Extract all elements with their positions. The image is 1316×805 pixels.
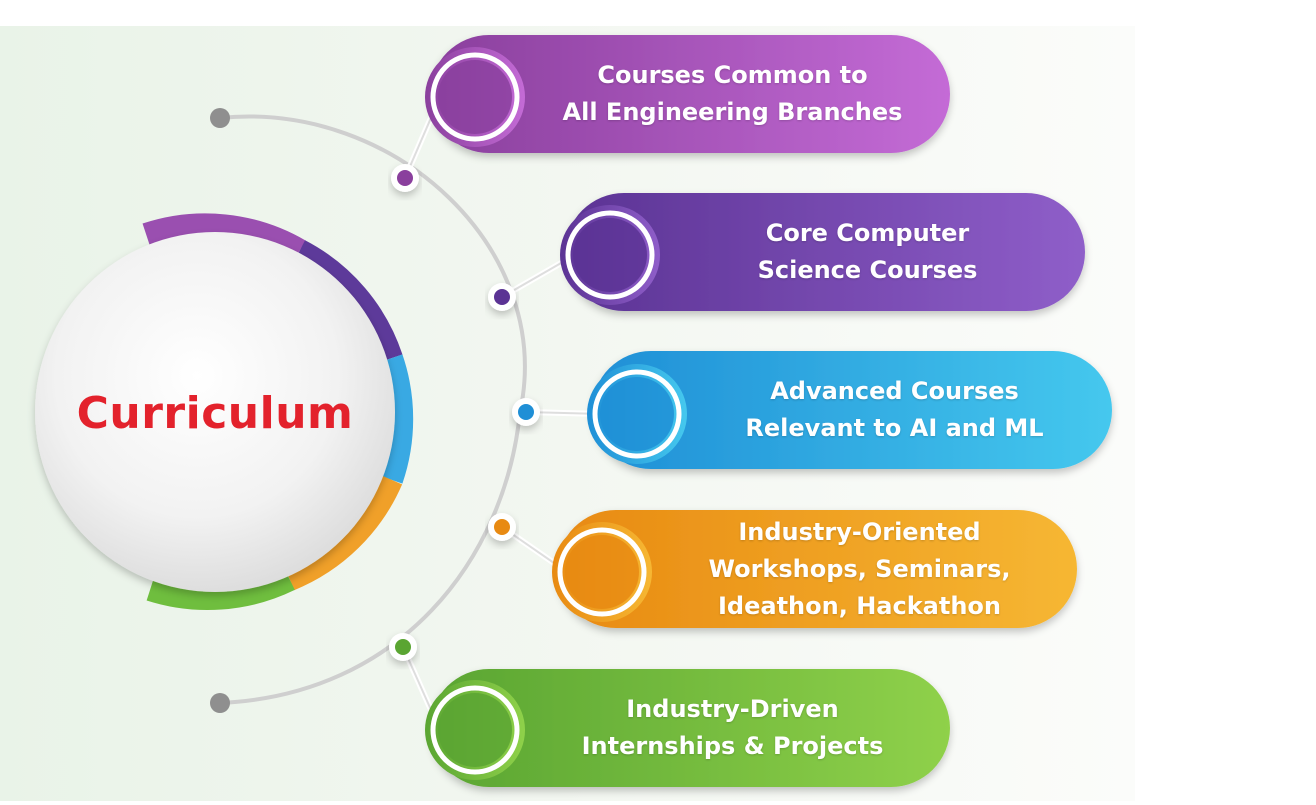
item-group-5 — [389, 633, 950, 787]
item-label-line: Workshops, Seminars, — [708, 554, 1011, 583]
item-badge-inner — [438, 60, 512, 134]
item-pill — [565, 193, 1085, 311]
ring-segment-purple — [142, 213, 306, 260]
ring-segment-violet — [294, 240, 403, 362]
item-label-line: Advanced Courses — [770, 377, 1019, 405]
item-badge-ring — [592, 369, 682, 459]
item-badge-ring — [565, 210, 655, 300]
arc-end-dot-top — [210, 108, 230, 128]
item-label-1: Courses Common to All Engineering Branche… — [525, 35, 940, 153]
item-label-line: Science Courses — [757, 256, 978, 284]
ring-segment-orange — [285, 475, 403, 591]
item-pill — [592, 351, 1112, 469]
item-label-line: Courses Common to — [597, 61, 868, 89]
item-badge-ring — [557, 527, 647, 617]
item-label-line: All Engineering Branches — [562, 98, 903, 126]
center-circle — [35, 232, 395, 592]
arc-dot — [518, 404, 534, 420]
item-badge-ring — [430, 52, 520, 142]
item-pill — [430, 669, 950, 787]
item-badge-inner — [438, 693, 512, 767]
ring-segment-blue — [381, 354, 414, 484]
item-badge-ring — [430, 685, 520, 775]
item-label-line: Industry-Oriented — [738, 517, 981, 546]
arc-dot — [395, 639, 411, 655]
item-label-line: Core Computer — [765, 219, 970, 247]
item-label-line: Internships & Projects — [581, 732, 884, 760]
item-group-1 — [391, 35, 950, 192]
arc-dot — [494, 519, 510, 535]
center-title: Curriculum — [76, 387, 354, 439]
arc-dot — [494, 289, 510, 305]
ring-segment-green — [146, 570, 295, 611]
item-pill — [557, 510, 1077, 628]
item-group-4 — [488, 510, 1077, 628]
item-pill — [430, 35, 950, 153]
item-group-3 — [512, 351, 1112, 469]
item-label-line: Ideathon, Hackathon — [718, 591, 1001, 620]
item-badge-inner — [600, 377, 674, 451]
item-badge-inner — [565, 535, 639, 609]
center-circle-group — [35, 213, 414, 611]
arc-end-dot-bottom — [210, 693, 230, 713]
item-label-line: Industry-Driven — [626, 695, 839, 723]
arc-dot — [397, 170, 413, 186]
item-label-line: Relevant to AI and ML — [745, 414, 1044, 442]
item-group-2 — [488, 193, 1085, 311]
item-badge-inner — [573, 218, 647, 292]
items-layer — [389, 35, 1112, 787]
